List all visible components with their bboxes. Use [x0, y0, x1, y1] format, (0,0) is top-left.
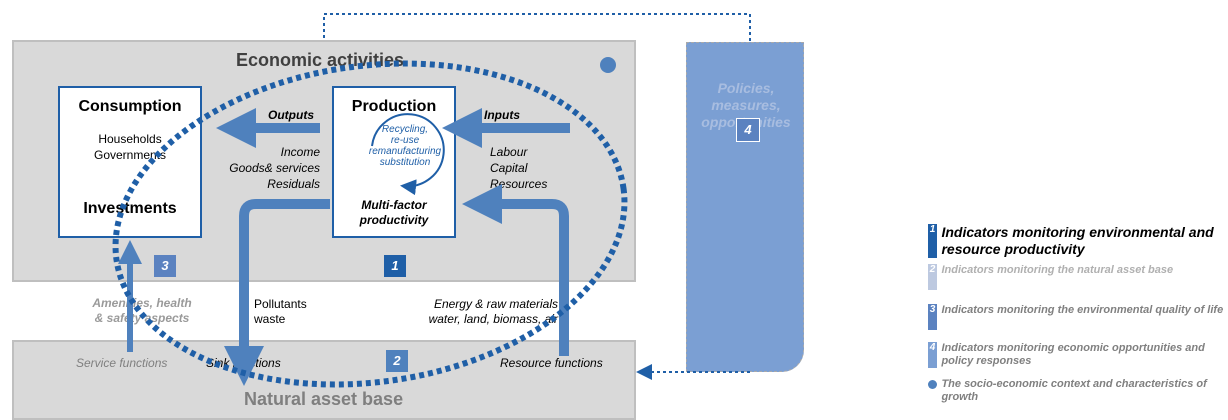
- badge-3: 3: [154, 255, 176, 277]
- outputs-label: Outputs: [268, 108, 314, 122]
- recycling-circle: [371, 113, 445, 196]
- amenities-line1: Amenities, health: [92, 296, 192, 310]
- legend-item-4: 4 Indicators monitoring economic opportu…: [928, 342, 1228, 368]
- outputs-income: Income: [280, 145, 320, 159]
- production-box: [332, 86, 456, 238]
- mfp-line2: productivity: [359, 213, 429, 227]
- waste-label: waste: [254, 312, 286, 326]
- legend-4-text: Indicators monitoring economic opportuni…: [941, 342, 1205, 367]
- legend-1-badge: 1: [928, 224, 937, 258]
- legend-2-badge: 2: [928, 264, 937, 290]
- legend-5-text: The socio-economic context and character…: [941, 378, 1207, 403]
- sink-arrow: [224, 199, 330, 386]
- outputs-goods: Goods& services: [229, 161, 320, 175]
- inputs-label: Inputs: [484, 108, 520, 122]
- recycling-line: Recycling,: [381, 124, 429, 135]
- legend-item-1: 1 Indicators monitoring environmental an…: [928, 224, 1228, 258]
- legend-5-circle-icon: [928, 380, 937, 389]
- context-circle-icon: [600, 57, 616, 73]
- inputs-resources: Resources: [490, 177, 548, 191]
- households-label: Households: [98, 132, 162, 146]
- badge-4: 4: [736, 118, 760, 142]
- natural-asset-base-title: Natural asset base: [244, 389, 404, 409]
- diagram-arrows: [112, 13, 751, 388]
- resource-arrow: [462, 184, 569, 356]
- substitution-line: substitution: [379, 157, 431, 168]
- outputs-residuals: Residuals: [267, 177, 320, 191]
- consumption-title: Consumption: [78, 98, 182, 115]
- legend-3-text: Indicators monitoring the environmental …: [941, 304, 1224, 316]
- legend-item-2: 2 Indicators monitoring the natural asse…: [928, 264, 1228, 290]
- remanufacturing-line: remanufacturing: [368, 146, 442, 157]
- legend-1-text: Indicators monitoring environmental and …: [941, 224, 1214, 257]
- legend-item-5: The socio-economic context and character…: [928, 378, 1228, 404]
- energy-line2: water, land, biomass, air: [428, 312, 558, 326]
- inputs-capital: Capital: [490, 161, 528, 175]
- badge-2: 2: [386, 350, 408, 372]
- reuse-line: re-use: [390, 135, 420, 146]
- inputs-labour: Labour: [490, 145, 528, 159]
- service-functions-label: Service functions: [76, 356, 168, 370]
- policy-link-line: [323, 13, 751, 42]
- investments-title: Investments: [83, 200, 177, 217]
- governments-label: Governments: [93, 148, 167, 162]
- legend-3-badge: 3: [928, 304, 937, 330]
- pollutants-label: Pollutants: [254, 297, 307, 311]
- consumption-box: [58, 86, 202, 238]
- legend-2-text: Indicators monitoring the natural asset …: [941, 264, 1174, 276]
- dotted-ellipse: [112, 60, 628, 388]
- badge-1: 1: [384, 255, 406, 277]
- legend-4-badge: 4: [928, 342, 937, 368]
- natural-asset-base-box: [12, 340, 636, 420]
- recycling-loop: Recycling, re-use remanufacturing substi…: [366, 124, 444, 168]
- energy-line1: Energy & raw materials: [433, 297, 558, 311]
- mfp-line1: Multi-factor: [361, 198, 427, 212]
- legend-item-3: 3 Indicators monitoring the environmenta…: [928, 304, 1228, 330]
- policies-box: [686, 42, 804, 372]
- resource-functions-label: Resource functions: [500, 356, 603, 370]
- production-title: Production: [351, 98, 437, 115]
